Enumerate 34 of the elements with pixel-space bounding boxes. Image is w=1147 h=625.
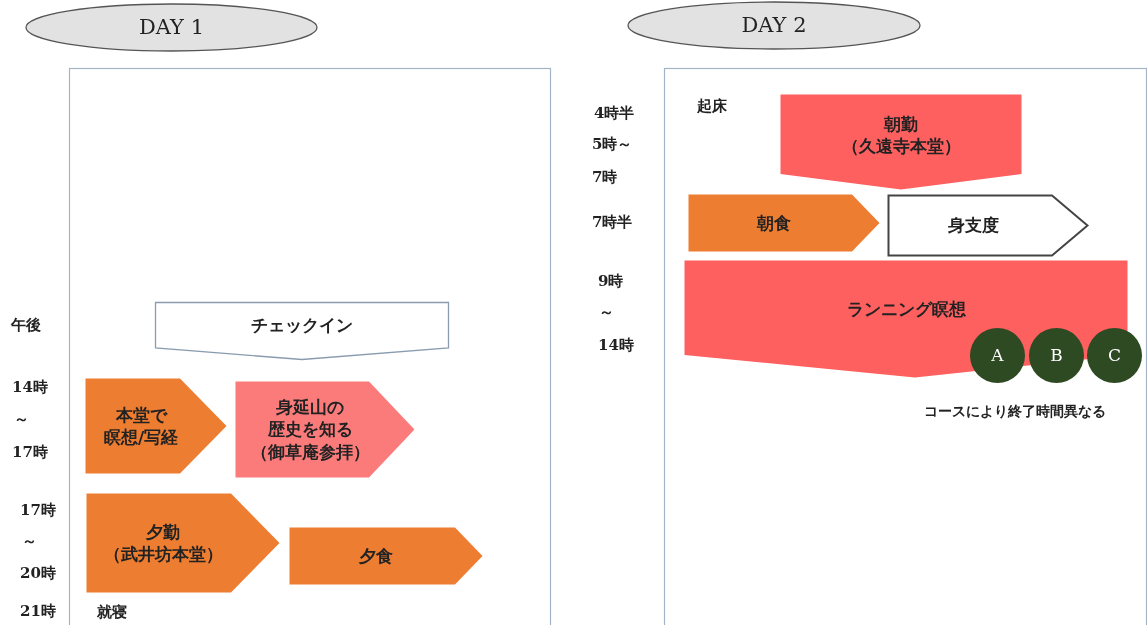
time-label: 9時 (598, 272, 624, 291)
time-label: ～ (22, 532, 37, 551)
day-heading: DAY 1 (138, 13, 205, 41)
activity-label: 朝勤 (884, 112, 918, 135)
activity-label: 本堂で瞑想/写経 (103, 403, 179, 449)
activity-label: （武井坊本堂） (103, 543, 223, 566)
activity-label: チェックイン (251, 313, 353, 337)
activity-label: ランニング瞑想 (846, 297, 966, 321)
activity-label: 夕食 (359, 544, 393, 568)
time-label: 5時～ (592, 135, 633, 154)
activity-label: （御草庵参拝） (250, 440, 370, 463)
time-label: 14時 (598, 336, 634, 355)
time-label: 17時 (20, 501, 56, 520)
course-letter: B (1050, 344, 1063, 367)
time-label: 20時 (20, 564, 56, 583)
time-label: 午後 (11, 316, 41, 335)
activity-label: （久遠寺本堂） (841, 135, 961, 158)
event-label: 起床 (697, 97, 727, 116)
activity-label: 夕勤 (146, 520, 180, 543)
activity-label: 身支度 (947, 214, 999, 237)
course-letter: C (1108, 344, 1121, 367)
note-text: コースにより終了時間異なる (924, 403, 1106, 421)
time-label: 14時 (12, 378, 48, 397)
time-label: 21時 (20, 602, 56, 621)
time-label: ～ (599, 303, 614, 322)
time-label: 4時半 (594, 104, 635, 123)
time-label: 17時 (12, 443, 48, 462)
time-label: 7時 (592, 168, 618, 187)
day-heading: DAY 2 (741, 11, 807, 39)
time-label: 7時半 (592, 213, 633, 232)
activity-label: 朝食 (757, 211, 791, 235)
time-label: ～ (14, 410, 29, 429)
course-letter: A (991, 344, 1004, 367)
activity-label: 身延山の歴史を知る (267, 396, 353, 441)
